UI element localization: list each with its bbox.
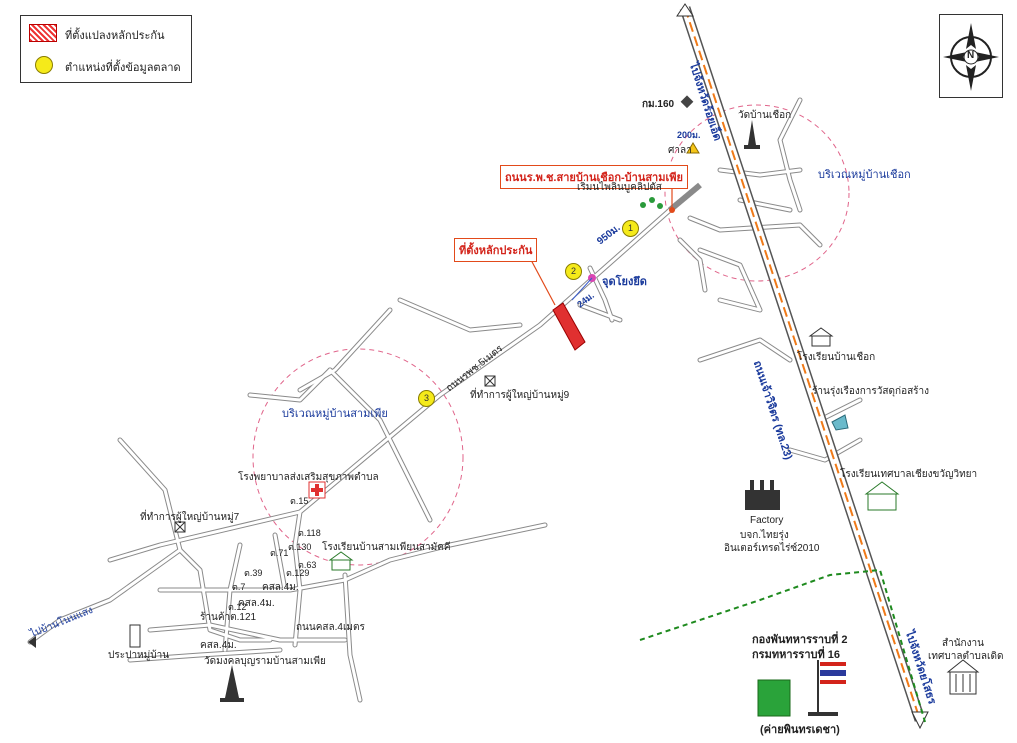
village-sampia-label: บริเวณหมู่บ้านสามเพีย [282,408,388,420]
house-number: ต.130 [288,542,312,552]
market-marker-1: 1 [622,220,639,237]
minor-roads [27,97,863,703]
school-sampia-icon [328,551,354,571]
legend-market-label: ตำแหน่งที่ตั้งข้อมูลตลาด [65,62,181,74]
map-legend: ที่ตั้งแปลงหลักประกัน ตำแหน่งที่ตั้งข้อม… [20,15,192,83]
temple-sampia-icon [220,665,244,702]
house-number: ต.118 [298,528,321,538]
sala-icon [686,142,700,154]
office-label-2: เทศบาลตำบลเดิด [928,651,1004,662]
alley-1-label: คสล.4ม. [238,598,275,609]
school-2-icon [864,481,900,511]
factory-label: Factory [750,515,784,526]
house-number: ต.15 [290,496,309,506]
office-label-1: สำนักงาน [942,638,984,649]
house-number: ต.12 [228,602,247,612]
factory-name-label: บจก.ไทยรุ่ง [740,530,789,541]
village-circle-sampia [252,348,464,566]
house-number: ต.129 [286,568,310,578]
factory-name2-label: อินเตอร์เทรดไร่ซ์2010 [724,543,820,554]
school-chueak-icon [808,327,834,347]
km-sign-icon [680,95,694,109]
shop-icon [831,414,849,431]
camp-boundary [639,568,926,723]
house-number: ต.7 [232,582,246,592]
plot-callout: ที่ตั้งหลักประกัน [454,238,538,262]
plot-callout-leader [529,257,556,306]
alley-4-label: ถนนคสล.4เมตร [296,622,365,633]
legend-plot-label: ที่ตั้งแปลงหลักประกัน [65,30,165,42]
camp-emblem-icon [757,679,791,717]
km-marker-label: กม.160 [642,99,675,110]
school-sampia-label: โรงเรียนบ้านสามเพียนสามัคคี [322,542,451,553]
shop-121-label: ร้านค้าต.121 [200,612,257,623]
temple-icon [744,120,760,149]
direction-arrow-icon [28,636,36,648]
headman-9-label: ที่ทำการผู้ใหญ่บ้านหมู่9 [470,390,570,401]
rural-road-main [668,182,702,213]
hospital-label: โรงพยาบาลส่งเสริมสุขภาพตำบล [238,472,379,483]
hospital-icon [308,481,326,499]
village-chueak-label: บริเวณหมู่บ้านเชือก [818,169,911,181]
market-swatch-icon [35,56,53,74]
house-number: ต.63 [298,560,317,570]
compass-rose: N [939,14,1003,98]
alley-3-label: คสล.4ม. [200,640,237,651]
compass-icon [943,23,999,91]
water-tower-icon [129,624,141,648]
sala-label: ศาลา [668,145,692,156]
sala-distance-label: 200ม. [677,130,701,140]
eucalyptus-icon [640,197,663,209]
reference-point-label: จุดโยงยึด [602,276,647,288]
plot-swatch-icon [29,24,57,42]
road-callout: ถนนร.พ.ช.สายบ้านเชือก-บ้านสามเพีย [500,165,688,189]
eucalyptus-label: เริ่มนไพลินบูคลิปตัส [577,182,662,193]
village-circle-chueak [664,104,850,282]
headman-7-label: ที่ทำการผู้ใหญ่บ้านหมู่7 [140,512,240,523]
battalion-label-2: กรมทหารราบที่ 16 [752,649,841,661]
collateral-plot [552,302,586,351]
municipal-office-icon [946,659,980,695]
school-2-label: โรงเรียนเทศบาลเชียงขวัญวิทยา [840,469,978,480]
north-label: N [967,50,975,61]
school-chueak-label: โรงเรียนบ้านเชือก [797,352,876,363]
house-number: ต.71 [270,548,289,558]
water-supply-label: ประปาหมู่บ้าน [108,650,170,661]
highway-23 [676,3,929,730]
alley-2-label: คสล.4ม. [262,582,299,593]
shop-label: ร้านรุ่งเรืองการวัสดุก่อสร้าง [812,386,930,397]
temple-sampia-label: วัดมงคลบุญรามบ้านสามเพีย [204,656,326,667]
camp-label: (ค่ายพินทรเดชา) [760,724,840,736]
factory-icon [745,480,780,510]
market-marker-2: 2 [565,263,582,280]
battalion-label-1: กองพันทหารราบที่ 2 [752,634,848,646]
market-marker-3: 3 [418,390,435,407]
house-number: ต.39 [244,568,263,578]
thai-flag-icon [808,660,846,716]
temple-label: วัดบ้านเชือก [738,110,792,121]
